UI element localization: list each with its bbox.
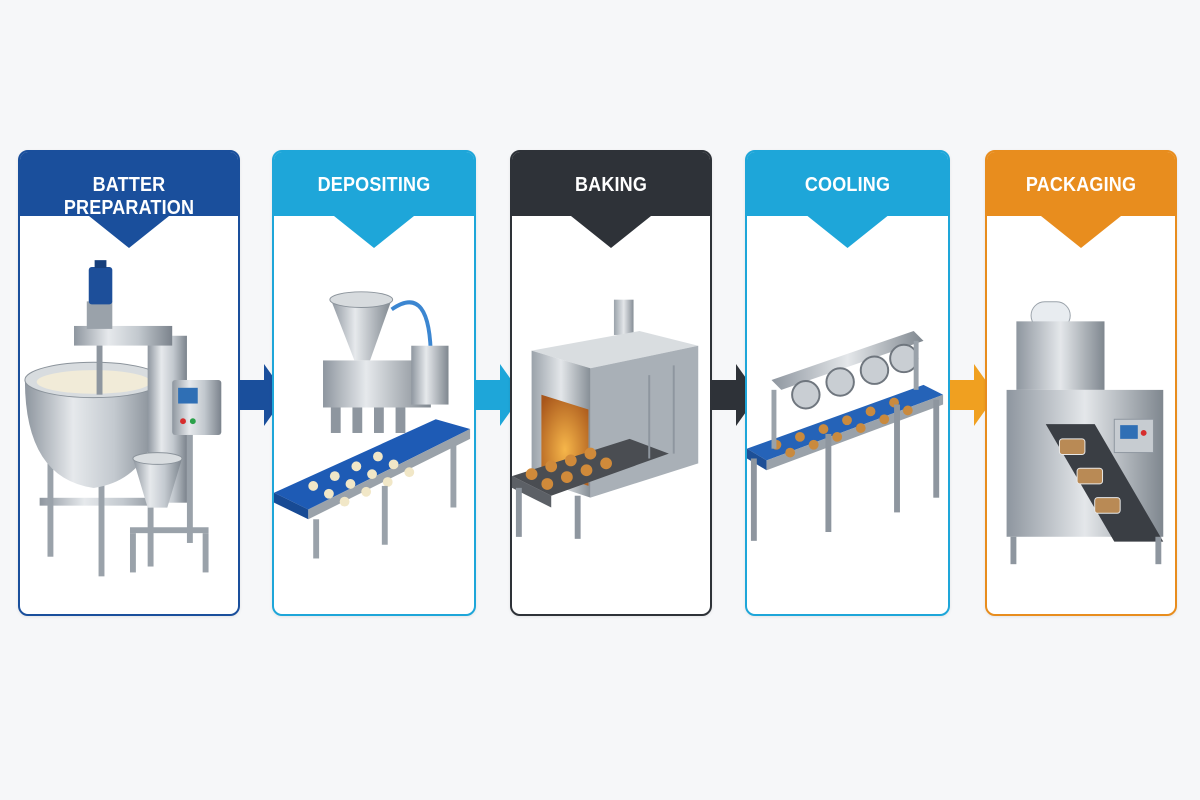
step-card-cooling: COOLING: [745, 150, 950, 616]
depositor-illustration: [274, 250, 474, 614]
step-banner: [274, 152, 474, 248]
arrow-right-icon: [950, 364, 996, 426]
step-card-baking: BAKING: [510, 150, 712, 616]
step-card-batter-preparation: BATTER PREPARATION: [18, 150, 240, 616]
flow-wrapper-illustration: [987, 250, 1175, 614]
step-title: COOLING: [804, 174, 891, 196]
step-banner: [747, 152, 948, 248]
step-title: DEPOSITING: [317, 174, 431, 196]
flow-arrow-4: [950, 360, 998, 430]
step-banner: [512, 152, 710, 248]
step-title: BATTER PREPARATION: [63, 174, 195, 219]
step-banner: [987, 152, 1175, 248]
step-card-packaging: PACKAGING: [985, 150, 1177, 616]
step-card-depositing: DEPOSITING: [272, 150, 476, 616]
step-title: PACKAGING: [1025, 174, 1137, 196]
step-title: BAKING: [574, 174, 648, 196]
tunnel-oven-illustration: [512, 250, 710, 614]
mixer-illustration: [20, 250, 238, 614]
cooling-conveyor-illustration: [747, 250, 948, 614]
